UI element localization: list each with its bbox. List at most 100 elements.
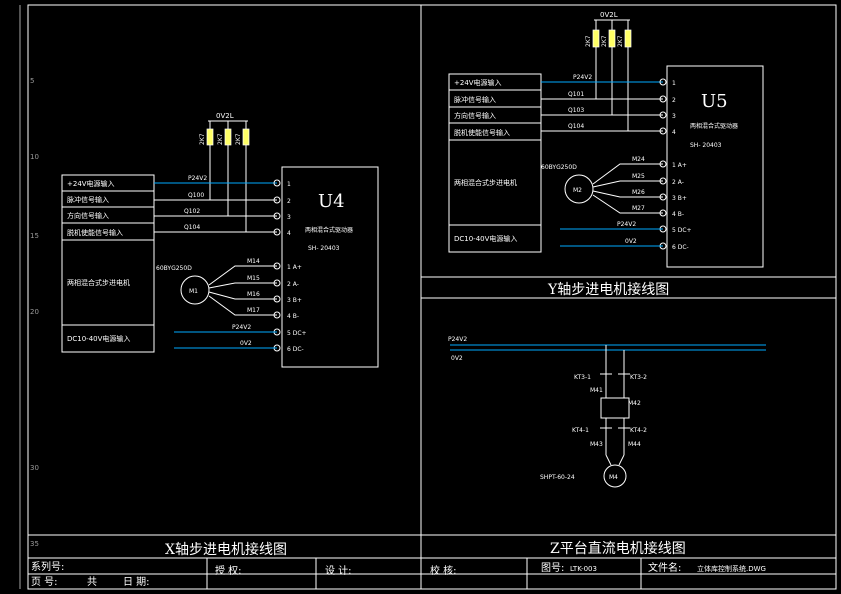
x-driver-box: [281, 166, 379, 368]
ruler-mark: 10: [30, 153, 39, 161]
y-pin-label: 2: [672, 97, 676, 104]
x-axis-title: X轴步进电机接线图: [165, 541, 287, 558]
motor-icon: [603, 464, 627, 488]
x-input-label: 脉冲信号输入: [67, 195, 109, 204]
x-motor-model: 60BYG250D: [156, 265, 192, 272]
z-kt3-2: KT3-2: [630, 374, 647, 381]
x-pin-label: 3 B+: [287, 297, 302, 304]
y-driver-model: SH- 20403: [690, 142, 722, 149]
x-motor-wire: M14: [247, 258, 260, 265]
ruler-mark: 35: [30, 540, 39, 548]
title-block: 系列号: 页 号: 共 日 期: 授 权: 设 计: 校 核: 图号: LTK-…: [31, 558, 766, 589]
x-input-label: 脱机使能信号输入: [67, 228, 123, 237]
x-signal-label: Q102: [184, 208, 200, 215]
x-pin-label: 2: [287, 198, 291, 205]
z-m42: M42: [628, 400, 641, 407]
y-motor-wire: M24: [632, 156, 645, 163]
z-rail-top-label: P24V2: [448, 336, 467, 343]
x-motor-wire: M16: [247, 291, 260, 298]
z-rail-bottom-label: 0V2: [451, 355, 463, 362]
terminal-icon: [659, 127, 667, 135]
x-pin-label: 1 A+: [287, 264, 302, 271]
approve-label: 授 权:: [215, 564, 242, 577]
resistor-icon: [242, 128, 250, 146]
terminal-icon: [659, 111, 667, 119]
x-pin-label: 2 A-: [287, 281, 299, 288]
x-supply-wire: P24V2: [232, 324, 251, 331]
y-resistor-label: 2K7: [585, 35, 592, 47]
x-axis-diagram: +24V电源输入 脉冲信号输入 方向信号输入 脱机使能信号输入 两相混合式步进电…: [61, 112, 379, 368]
z-axis-title: Z平台直流电机接线图: [550, 540, 686, 557]
y-power-label: 0V2L: [600, 11, 618, 19]
z-motor-id: M4: [609, 474, 618, 481]
y-resistor-label: 2K7: [601, 35, 608, 47]
y-pin-label: 2 A-: [672, 179, 684, 186]
y-driver-box: [666, 65, 764, 268]
terminal-icon: [659, 95, 667, 103]
x-resistor-label: 2K7: [217, 133, 224, 145]
x-motor-wire: M15: [247, 275, 260, 282]
terminal-icon: [273, 196, 281, 204]
terminal-icon: [273, 179, 281, 187]
z-relay-coil: [600, 397, 630, 419]
y-signal-label: Q103: [568, 107, 584, 114]
drawing-no-label: 图号:: [541, 562, 564, 574]
resistor-icon: [206, 128, 214, 146]
x-resistor-label: 2K7: [199, 133, 206, 145]
z-m44: M44: [628, 441, 641, 448]
y-pin-label: 1 A+: [672, 162, 687, 169]
resistor-icon: [608, 29, 616, 48]
z-kt4-2: KT4-2: [630, 427, 647, 434]
x-motor-wire: M17: [247, 307, 260, 314]
sheet-border: [27, 4, 837, 590]
motor-icon: [564, 174, 594, 204]
y-driver-name: 两相混合式驱动器: [690, 122, 738, 130]
y-resistor-label: 2K7: [617, 35, 624, 47]
y-motor-id: M2: [573, 187, 582, 194]
x-pin-label: 1: [287, 181, 291, 188]
ruler-mark: 20: [30, 308, 39, 316]
date-label: 日 期:: [123, 576, 150, 588]
y-pin-label: 3 B+: [672, 195, 687, 202]
x-pin-label: 4 B-: [287, 313, 299, 320]
y-motor-wire: M26: [632, 189, 645, 196]
ruler-mark: 5: [30, 77, 34, 85]
x-driver-name: 两相混合式驱动器: [305, 226, 353, 234]
x-motor-box-label: 两相混合式步进电机: [67, 278, 130, 287]
page-label: 页 号:: [31, 576, 58, 588]
y-pin-label: 4 B-: [672, 211, 684, 218]
x-input-label: +24V电源输入: [67, 179, 115, 188]
y-axis-diagram: +24V电源输入 脉冲信号输入 方向信号输入 脱机使能信号输入 两相混合式步进电…: [448, 11, 764, 298]
x-signal-label: P24V2: [188, 175, 207, 182]
left-ruler: 5 10 15 20 30 35: [19, 5, 39, 589]
x-supply-box-label: DC10-40V电源输入: [67, 334, 130, 343]
z-motor-model: SHPT-60-24: [540, 474, 575, 481]
y-driver-id: U5: [701, 91, 728, 112]
series-label: 系列号:: [31, 560, 64, 573]
x-resistor-label: 2K7: [235, 133, 242, 145]
motor-icon: [180, 275, 210, 305]
y-pin-label: 5 DC+: [672, 227, 692, 234]
z-m43: M43: [590, 441, 603, 448]
total-label: 共: [87, 576, 97, 588]
x-signal-label: Q100: [188, 192, 204, 199]
z-kt3-1: KT3-1: [574, 374, 591, 381]
terminal-icon: [659, 78, 667, 86]
x-input-table: [61, 174, 155, 353]
y-pin-label: 6 DC-: [672, 244, 689, 251]
x-motor-id: M1: [189, 288, 198, 295]
file-label: 文件名:: [648, 561, 681, 574]
y-input-label: 脱机使能信号输入: [454, 128, 510, 137]
ruler-mark: 15: [30, 232, 39, 240]
check-label: 校 核:: [430, 564, 457, 577]
y-pin-label: 1: [672, 80, 676, 87]
y-pin-label: 4: [672, 129, 676, 136]
y-signal-label: P24V2: [573, 74, 592, 81]
y-motor-box-label: 两相混合式步进电机: [454, 178, 517, 187]
y-input-label: +24V电源输入: [454, 78, 502, 87]
y-axis-title: Y轴步进电机接线图: [547, 281, 669, 298]
x-driver-id: U4: [318, 191, 345, 212]
file-name: 立体库控制系统.DWG: [697, 564, 766, 573]
x-pin-label: 4: [287, 230, 291, 237]
